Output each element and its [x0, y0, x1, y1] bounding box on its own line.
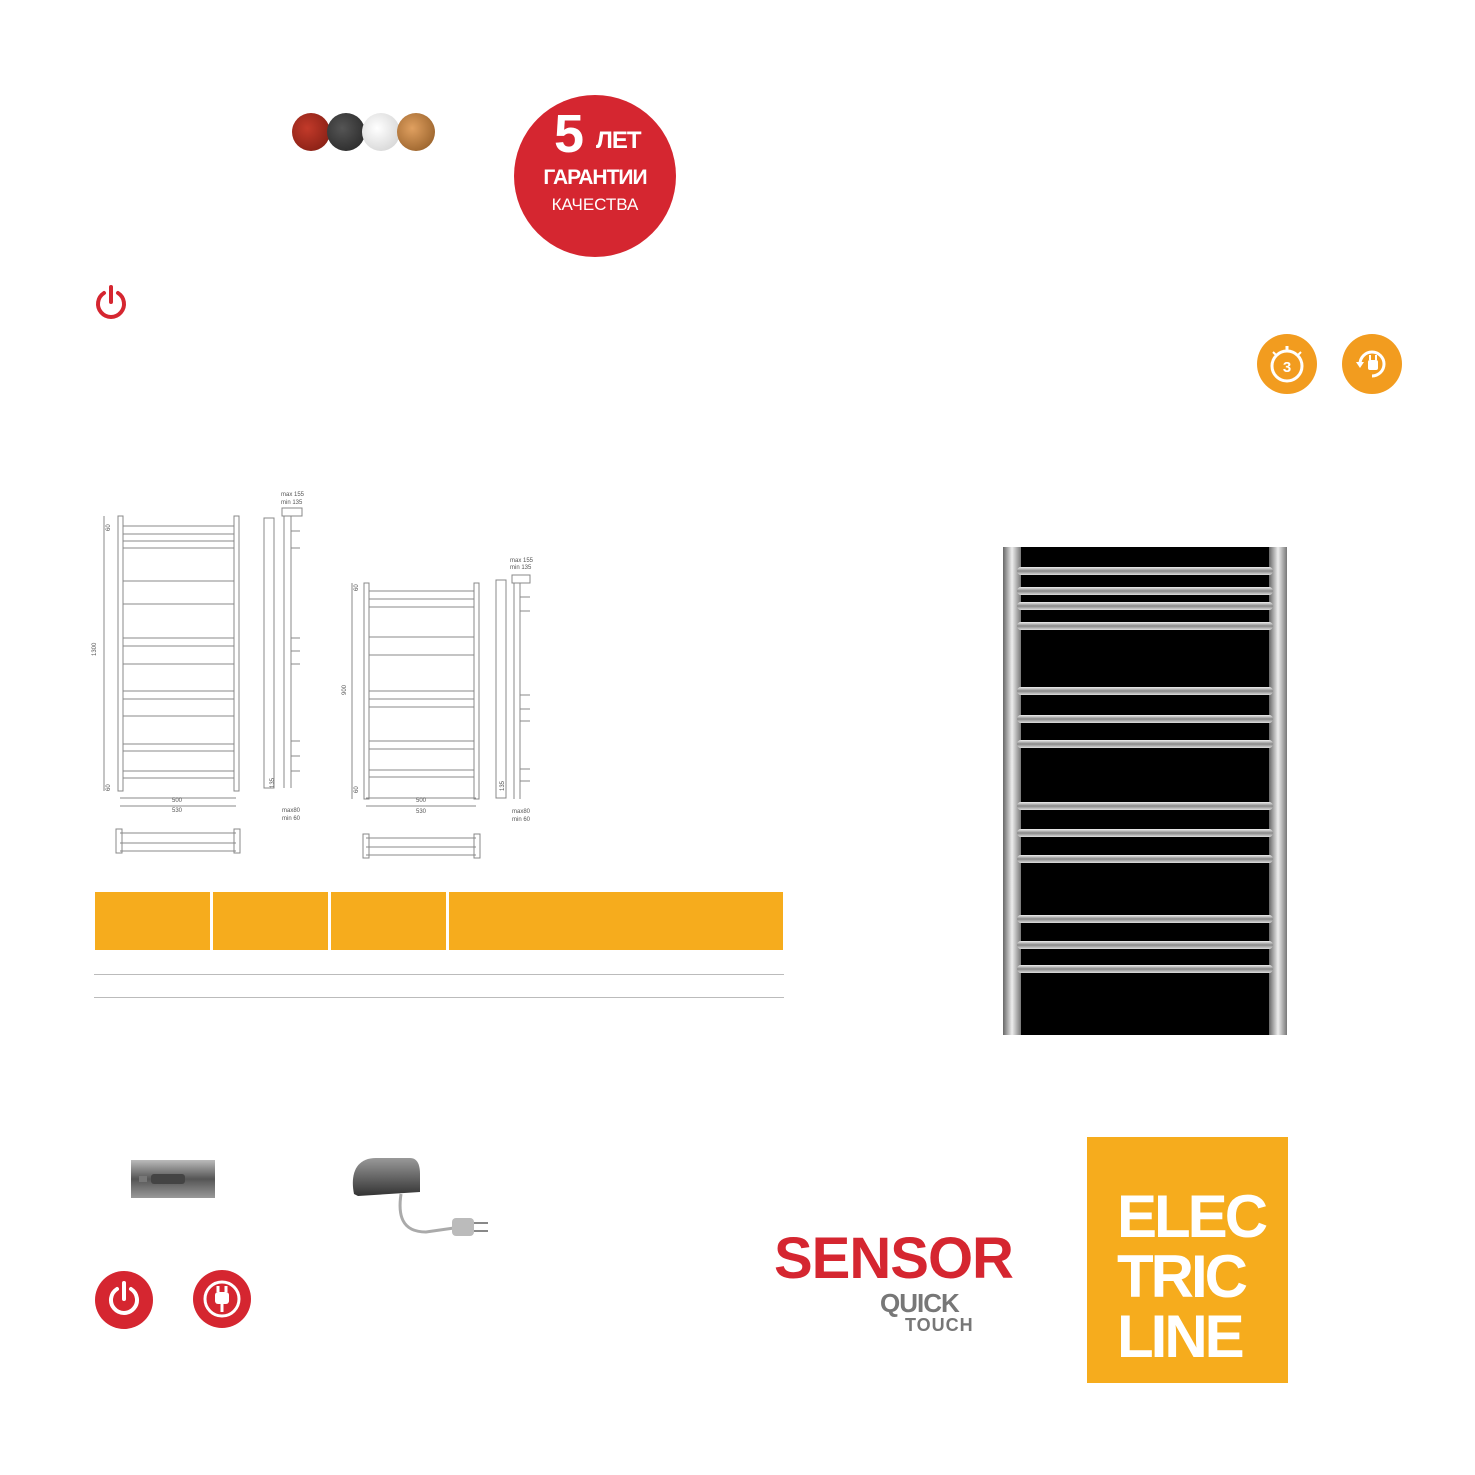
svg-text:530: 530 [172, 808, 183, 814]
electric-line-logo-line2: TRIC [1117, 1243, 1248, 1310]
plug-cycle-icon [1342, 334, 1402, 394]
plug-icon [193, 1270, 251, 1328]
spec-table-row-divider [94, 997, 784, 998]
svg-text:135: 135 [500, 780, 506, 791]
warranty-line2: ГАРАНТИИ [543, 166, 647, 189]
svg-text:60: 60 [106, 524, 112, 531]
svg-text:max 155: max 155 [281, 492, 305, 498]
warranty-badge: 5 ЛЕТ ГАРАНТИИ КАЧЕСТВА [514, 95, 676, 257]
timer-3-icon: 3 [1257, 334, 1317, 394]
svg-text:500: 500 [416, 798, 427, 804]
spec-table-header-cell-4 [449, 892, 783, 950]
svg-text:60: 60 [354, 786, 360, 793]
spec-table-header-cell-2 [213, 892, 328, 950]
svg-text:1300: 1300 [92, 642, 98, 656]
product-photo [1003, 547, 1287, 1035]
spec-table-header-cell-1 [95, 892, 210, 950]
technical-drawing-900: 900 60 60 500 530 max 155 min 135 135 ma… [342, 558, 534, 859]
spec-table-header-cell-3 [331, 892, 446, 950]
warranty-years: 5 [554, 104, 585, 164]
warranty-years-word: ЛЕТ [596, 127, 642, 154]
svg-text:530: 530 [416, 809, 427, 815]
spec-table-row-divider [94, 974, 784, 975]
sensor-logo-quick: QUICK [880, 1288, 960, 1318]
power-icon [95, 1271, 153, 1329]
svg-text:3: 3 [1283, 359, 1291, 376]
svg-text:60: 60 [354, 584, 360, 591]
color-swatch-black[interactable] [327, 113, 365, 151]
color-swatch-bronze[interactable] [397, 113, 435, 151]
electric-line-logo: ELEC TRIC LINE [1087, 1137, 1288, 1383]
sensor-logo-text: SENSOR [774, 1226, 1014, 1291]
svg-text:900: 900 [342, 684, 348, 695]
electric-line-logo-line3: LINE [1117, 1303, 1245, 1370]
color-swatch-white[interactable] [362, 113, 400, 151]
svg-text:max80: max80 [282, 808, 301, 814]
svg-text:60: 60 [106, 784, 112, 791]
svg-text:500: 500 [172, 798, 183, 804]
svg-text:max80: max80 [512, 809, 531, 815]
svg-text:min 135: min 135 [281, 500, 303, 506]
color-swatch-red[interactable] [292, 113, 330, 151]
connector-with-plug-image [352, 1158, 488, 1236]
svg-text:max 155: max 155 [510, 558, 534, 564]
technical-drawing-1300: 1300 60 60 500 530 max 155 min 135 135 m… [92, 492, 305, 854]
electric-line-logo-line1: ELEC [1117, 1183, 1268, 1250]
svg-text:min 135: min 135 [510, 565, 532, 571]
svg-text:min 60: min 60 [512, 817, 531, 823]
power-icon [96, 285, 126, 319]
svg-text:min 60: min 60 [282, 816, 301, 822]
heating-element-image [131, 1160, 215, 1198]
sensor-logo-touch: TOUCH [905, 1315, 974, 1335]
svg-text:135: 135 [270, 777, 276, 788]
warranty-line3: КАЧЕСТВА [551, 195, 639, 214]
